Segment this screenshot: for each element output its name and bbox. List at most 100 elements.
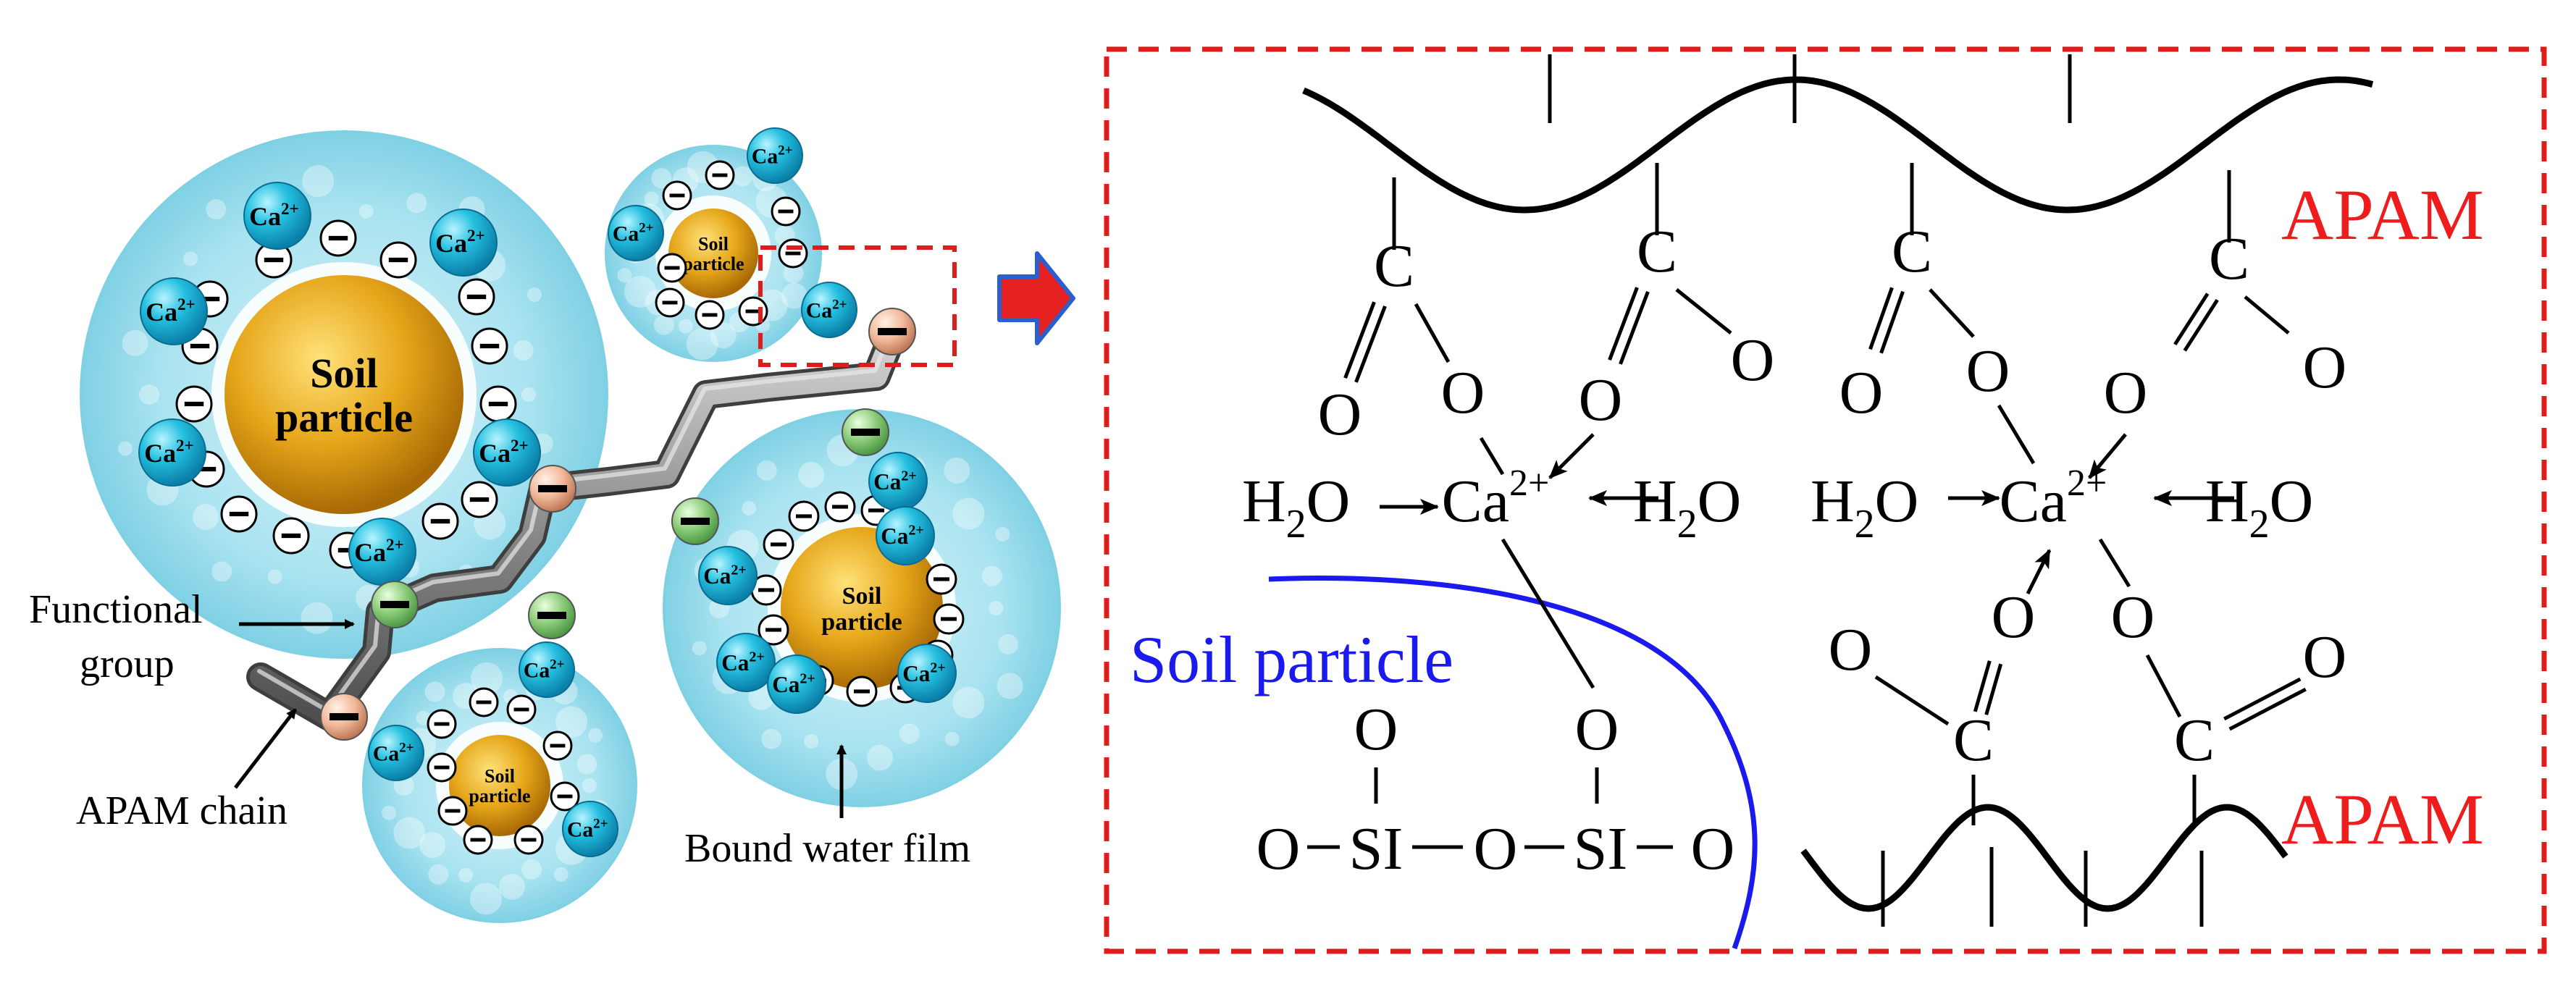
calcium-ion: Ca2+ [138, 418, 206, 487]
coordination-arrow [1548, 433, 1595, 479]
negative-charge-icon [550, 781, 580, 812]
carbon-atom: C [2174, 707, 2215, 774]
negative-charge-icon [771, 196, 801, 227]
negative-charge-icon [662, 180, 692, 211]
chemical-bond [1929, 288, 1975, 338]
chemical-bond [2183, 298, 2219, 352]
chemical-bond [1984, 663, 2003, 715]
soil-particle-label: Soil particle [1130, 623, 1453, 696]
functional-group-label: group [80, 641, 175, 686]
chemical-bond [2228, 687, 2307, 731]
oxygen-atom: O [1839, 359, 1884, 426]
chemical-bond [2173, 292, 2210, 346]
apam-label-top: APAM [2281, 174, 2484, 255]
chemical-bond [1343, 301, 1376, 379]
svg-text:Ca2+: Ca2+ [249, 200, 298, 231]
calcium-ion: Ca2+ [716, 633, 776, 692]
negative-charge-icon [471, 327, 508, 365]
negative-charge-icon [220, 495, 258, 533]
calcium-ion: Ca2+ [519, 641, 575, 698]
chemical-bond [2244, 295, 2290, 334]
oxygen-atom: O [1579, 366, 1623, 434]
negative-charge-icon [778, 238, 808, 269]
oxygen-atom: O [1256, 815, 1301, 883]
soil-particle-label: particle [821, 609, 902, 636]
soil-particle-label: Soil [484, 765, 515, 786]
calcium-ion: Ca2+ [368, 725, 424, 781]
carbon-atom: C [2209, 225, 2249, 292]
negative-charge-icon [758, 614, 789, 646]
calcium-ion: Ca2+ [698, 546, 758, 605]
apam-backbone-bottom [1800, 804, 2288, 912]
oxygen-atom: O [1575, 696, 1619, 763]
soil-particle-core [668, 209, 758, 298]
svg-text:Ca2+: Ca2+ [613, 220, 654, 245]
svg-text:Ca2+: Ca2+ [902, 660, 946, 686]
chemical-bond [1997, 404, 2036, 465]
negative-charge-icon [421, 502, 459, 540]
oxygen-atom: O [1992, 584, 2036, 651]
oxygen-atom: O [2111, 584, 2155, 651]
negative-charge-icon [463, 825, 493, 855]
negative-charge-icon [461, 481, 498, 518]
soil-particle-core [781, 527, 943, 689]
chemical-bond [1874, 675, 1950, 726]
soil-surface-curve [1268, 576, 1758, 950]
negative-charge-icon [513, 825, 544, 855]
negative-charge-icon [506, 694, 537, 725]
calcium-ion: Ca2+ [897, 644, 957, 703]
calcium-ion: Ca2+ [140, 277, 208, 345]
negative-charge-icon [427, 752, 457, 783]
chemical-bond [2145, 654, 2182, 718]
negative-charge-icon [695, 300, 725, 330]
soil-particle-label: particle [469, 786, 530, 807]
calcium-ion: Ca2+ [747, 127, 803, 184]
oxygen-atom: O [1354, 696, 1398, 763]
chemical-bond [1675, 288, 1732, 334]
calcium-ion: Ca2+ [562, 801, 618, 857]
functional-group-bead [371, 581, 419, 628]
oxygen-atom: O [1731, 327, 1775, 394]
coordination-arrow [2026, 549, 2052, 595]
water-molecule: H2O [1811, 468, 1918, 547]
chemical-bond [1879, 290, 1905, 354]
transition-arrow-icon [997, 251, 1075, 345]
soil-particle-label: Soil [698, 233, 729, 254]
oxygen-atom: O [1966, 337, 2010, 405]
negative-charge-icon [458, 278, 495, 316]
soil-particle-label: particle [682, 253, 744, 274]
negative-charge-icon [933, 603, 965, 635]
zoom-detail-box [1104, 46, 2547, 954]
svg-text:Ca2+: Ca2+ [721, 649, 765, 675]
negative-charge-icon [437, 796, 468, 826]
svg-text:Ca2+: Ca2+ [354, 536, 403, 567]
chemical-bond [1501, 538, 1595, 689]
calcium-ion: Ca2+ [473, 418, 541, 487]
apam-chain-pointer [234, 708, 297, 789]
water-molecule: H2O [2205, 468, 2313, 547]
negative-charge-icon [479, 385, 517, 423]
silicon-atom: SI [1574, 815, 1628, 883]
chemical-bond [1608, 287, 1639, 361]
chemical-bond [1868, 287, 1894, 350]
chemical-bond [2098, 538, 2131, 588]
negative-charge-icon [657, 253, 687, 283]
apam-label-bottom: APAM [2281, 779, 2484, 859]
silicon-atom: SI [1349, 815, 1404, 883]
soil-particle-label: Soil [310, 350, 378, 397]
negative-charge-icon [175, 385, 213, 423]
oxygen-atom: O [1829, 616, 1873, 683]
functional-group-bead [320, 693, 368, 741]
oxygen-atom: O [2104, 359, 2148, 426]
calcium-ion: Ca2+ [243, 182, 311, 250]
water-molecule: H2O [1242, 468, 1350, 547]
carbon-atom: C [1637, 218, 1677, 285]
chemical-bond [1619, 290, 1650, 365]
soil-particle-label: particle [275, 394, 413, 441]
negative-charge-icon [469, 687, 499, 717]
carbon-atom: C [1953, 707, 1994, 774]
functional-group-bead [529, 465, 576, 513]
functional-group-bead [528, 591, 576, 639]
